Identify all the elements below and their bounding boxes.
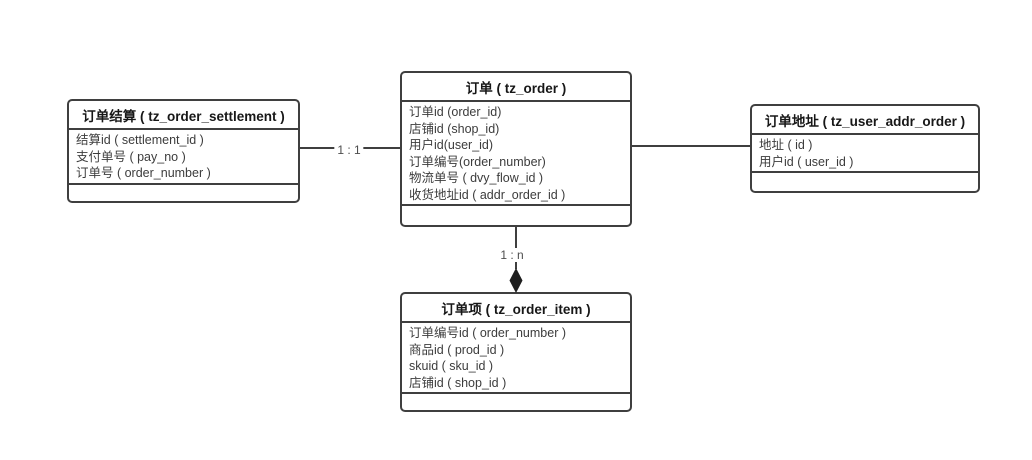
field-shop-id: 店铺id (shop_id): [409, 121, 500, 136]
entity-order-item-title: 订单项 ( tz_order_item ): [402, 294, 630, 323]
field-item-shop-id: 店铺id ( shop_id ): [409, 375, 507, 390]
field-dvy-flow-id: 物流单号 ( dvy_flow_id ): [409, 171, 544, 185]
entity-order-footer: [402, 204, 630, 225]
entity-order-settlement-fields: 结算id ( settlement_id ) 支付单号 ( pay_no ) 订…: [69, 130, 298, 183]
field-pay-no: 支付单号 ( pay_no ): [76, 149, 186, 164]
connector-order-addr: [632, 145, 750, 147]
entity-order-title: 订单 ( tz_order ): [402, 73, 630, 102]
diamond-arrowhead-icon: [509, 268, 523, 293]
entity-user-addr-order-fields: 地址 ( id ) 用户id ( user_id ): [752, 135, 978, 171]
field-item-order-number: 订单编号id ( order_number ): [409, 326, 566, 340]
field-order-id: 订单id (order_id): [409, 105, 502, 119]
entity-order-settlement-footer: [69, 182, 298, 202]
field-sku-id: skuid ( sku_id ): [409, 359, 494, 373]
relation-label-one-to-one: 1 : 1: [334, 143, 364, 157]
entity-order-fields: 订单id (order_id) 店铺id (shop_id) 用户id(user…: [402, 102, 630, 204]
entity-order-item-footer: [402, 392, 630, 410]
field-prod-id: 商品id ( prod_id ): [409, 342, 505, 357]
field-addr-order-id: 收货地址id ( addr_order_id ): [409, 187, 566, 202]
relation-label-one-to-n: 1 : n: [497, 248, 527, 262]
entity-user-addr-order-title: 订单地址 ( tz_user_addr_order ): [752, 106, 978, 135]
field-addr-user-id: 用户id ( user_id ): [759, 154, 854, 169]
entity-order-item: 订单项 ( tz_order_item ) 订单编号id ( order_num…: [400, 292, 632, 412]
entity-order: 订单 ( tz_order ) 订单id (order_id) 店铺id (sh…: [400, 71, 632, 227]
field-settlement-id: 结算id ( settlement_id ): [76, 133, 204, 147]
field-order-number: 订单编号(order_number): [409, 154, 546, 169]
field-addr-id: 地址 ( id ): [759, 138, 813, 152]
field-order-number: 订单号 ( order_number ): [76, 166, 211, 180]
entity-order-settlement: 订单结算 ( tz_order_settlement ) 结算id ( sett…: [67, 99, 300, 203]
entity-order-item-fields: 订单编号id ( order_number ) 商品id ( prod_id )…: [402, 323, 630, 392]
entity-user-addr-order: 订单地址 ( tz_user_addr_order ) 地址 ( id ) 用户…: [750, 104, 980, 193]
entity-order-settlement-title: 订单结算 ( tz_order_settlement ): [69, 101, 298, 130]
entity-user-addr-order-footer: [752, 171, 978, 191]
field-user-id: 用户id(user_id): [409, 138, 494, 152]
